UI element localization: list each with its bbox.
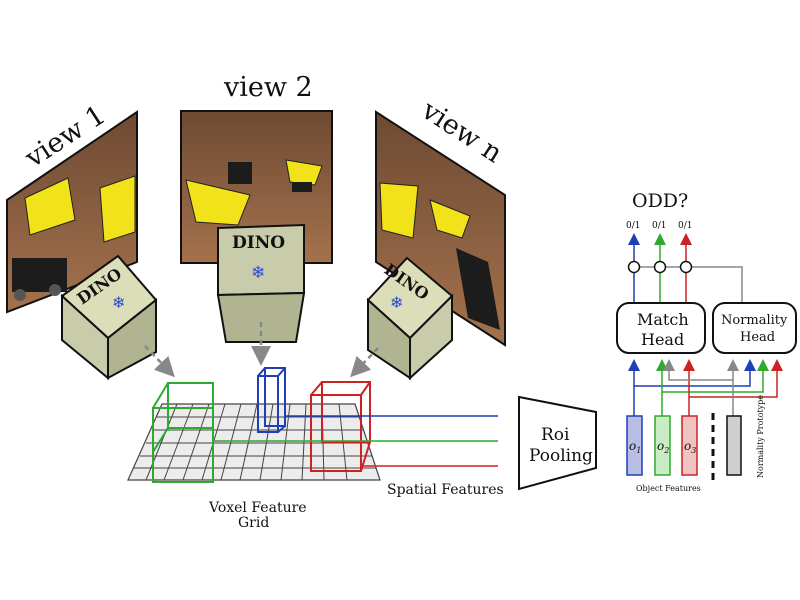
object-voxel-red [310,381,371,472]
voxel-grid-label-line2: Grid [238,515,269,531]
object-feature-o3-label: o3 [684,439,696,455]
roi-pooling-line1: Roi [541,425,570,445]
toy-truck-bin [24,177,76,236]
snowflake-icon: ❄ [390,293,403,312]
normality-head-line1: Normality [721,313,788,328]
combiner-node-3 [679,260,693,274]
normality-to-combiner-line [640,266,743,303]
object-features-caption: Object Features [636,484,701,493]
spatial-features-label: Spatial Features [387,482,504,498]
object-feature-o2-label: o2 [657,439,669,455]
view-n-panel [375,110,506,347]
dino-label-2: DINO [232,233,285,253]
dino-encoder-2: DINO ❄ [216,223,306,343]
normality-prototype-bar: Normality Prototype [726,395,765,478]
object-feature-o1-label: o1 [629,439,641,455]
view-1-panel [6,110,138,314]
combiner-nodes [627,260,693,274]
roi-pooling-block: Roi Pooling [518,395,597,491]
voxel-grid-label-line1: Voxel Feature [208,500,307,516]
object-feature-o1: o1 [626,415,643,476]
normality-prototype-label: Normality Prototype [756,395,765,478]
roi-pooling-line2: Pooling [529,446,593,466]
object-voxel-green [152,382,214,483]
dino-to-grid-arrow-n [350,347,379,378]
normality-head: Normality Head [712,302,797,354]
normality-head-line2: Head [740,330,775,345]
match-head-line1: Match [637,310,689,329]
match-head: Match Head [616,302,706,354]
view-2-label: view 2 [223,72,313,103]
dino-to-grid-arrow-1 [144,345,175,378]
combiner-node-2 [653,260,667,274]
snowflake-icon: ❄ [112,293,125,312]
odd-question-label: ODD? [632,190,688,212]
feature-wiring [628,359,783,416]
object-feature-o3: o3 [681,415,698,476]
object-feature-o2: o2 [654,415,671,476]
output-label-2: 0/1 [652,221,666,231]
match-head-line2: Head [641,330,684,349]
combiner-node-1 [627,260,641,274]
object-voxel-blue [257,367,286,433]
output-label-1: 0/1 [626,221,640,231]
output-label-3: 0/1 [678,221,692,231]
snowflake-icon: ❄ [251,263,265,283]
toy-truck-bin [99,175,136,243]
